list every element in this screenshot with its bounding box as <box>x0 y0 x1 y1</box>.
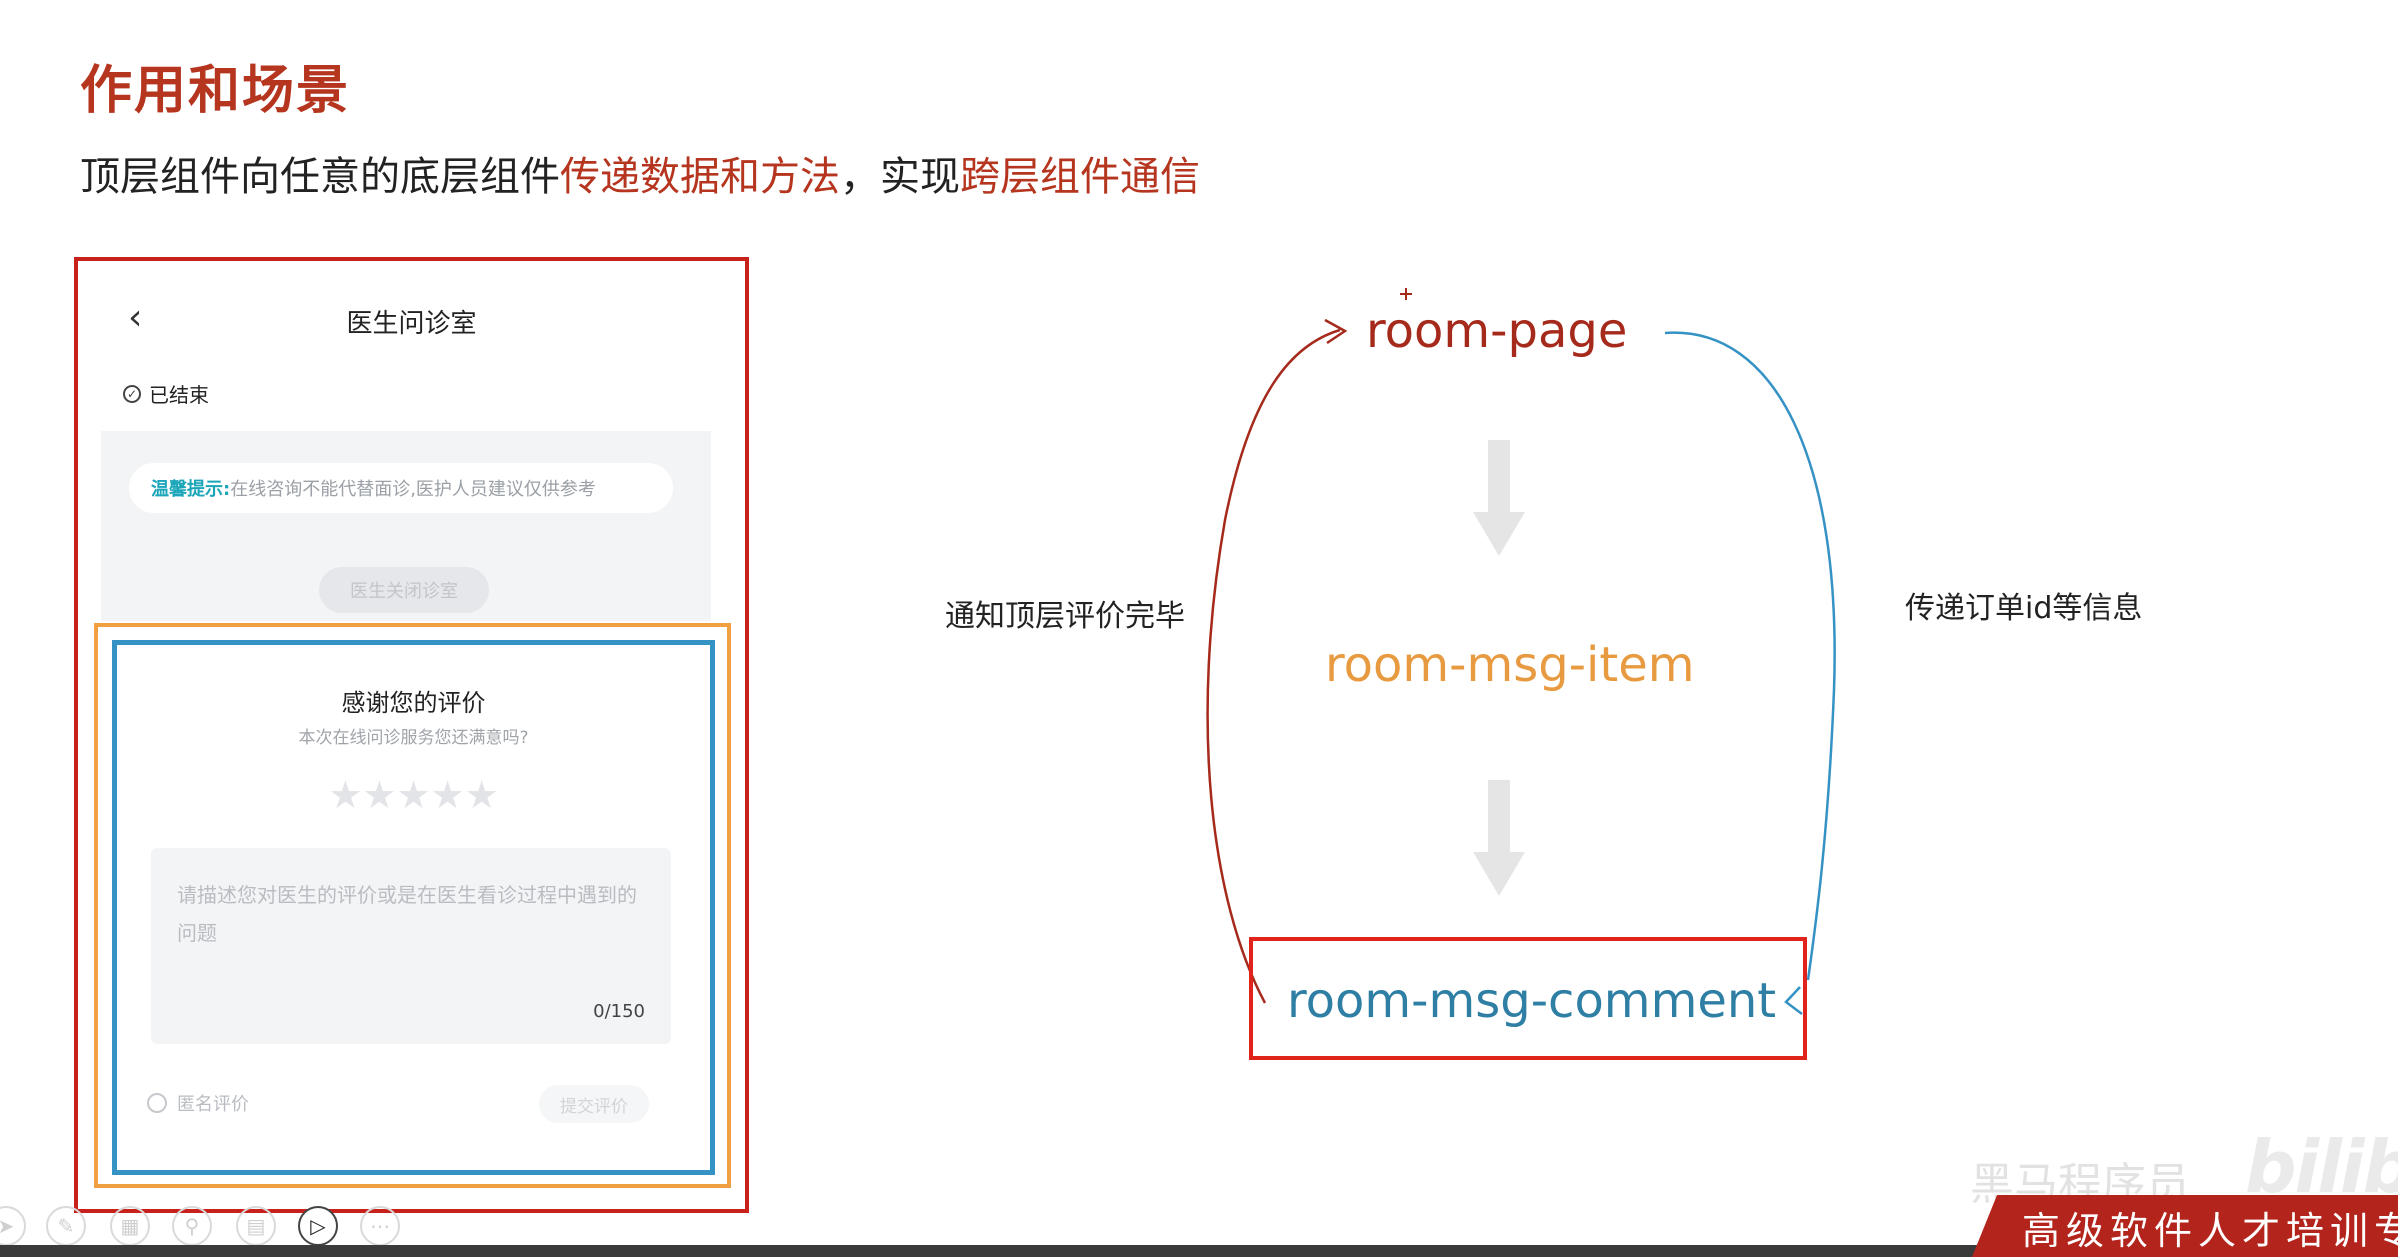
check-circle-icon: ✓ <box>123 384 141 403</box>
room-msg-comment-highlight: 感谢您的评价 本次在线问诊服务您还满意吗? ★★★★★ 请描述您对医生的评价或是… <box>112 640 715 1175</box>
node-room-msg-comment-box <box>1249 937 1807 1060</box>
rating-title: 感谢您的评价 <box>341 689 486 717</box>
subtitle-tool-icon[interactable]: ▤ <box>236 1206 276 1246</box>
anonymous-option[interactable]: 匿名评价 <box>147 1090 249 1116</box>
notify-top-arrow <box>1206 328 1341 1004</box>
phone-mockup: ‹ 医生问诊室 ✓ 已结束 温馨提示: 在线咨询不能代替面诊,医护人员建议仅供参… <box>74 257 749 1213</box>
down-arrow-1-icon <box>1473 440 1525 556</box>
slide-title: 作用和场景 <box>80 61 351 121</box>
brand-banner-text: 高级软件人才培训专 <box>2022 1209 2398 1253</box>
anonymous-radio[interactable] <box>147 1093 167 1113</box>
tip-label: 温馨提示: <box>151 479 231 500</box>
plus-mark-icon <box>1400 288 1412 300</box>
subtitle-highlight-cross-layer: 跨层组件通信 <box>960 154 1200 200</box>
progress-track[interactable] <box>0 1245 2398 1257</box>
arrow-tool-icon[interactable]: ➤ <box>0 1206 26 1246</box>
node-room-msg-item: room-msg-item <box>1325 637 1695 693</box>
grid-tool-icon[interactable]: ▦ <box>110 1206 150 1246</box>
consult-status: ✓ 已结束 <box>123 379 209 408</box>
notify-top-arrowhead <box>1324 318 1348 345</box>
down-arrow-2-icon <box>1473 780 1525 896</box>
label-pass-order-id: 传递订单id等信息 <box>1905 591 2143 626</box>
presentation-toolbar: ➤ ✎ ▦ ⚲ ▤ ▷ ⋯ <box>0 1198 420 1258</box>
comment-placeholder: 请描述您对医生的评价或是在医生看诊过程中遇到的问题 <box>177 883 637 945</box>
tip-pill: 温馨提示: 在线咨询不能代替面诊,医护人员建议仅供参考 <box>129 463 673 513</box>
room-msg-item-highlight: 感谢您的评价 本次在线问诊服务您还满意吗? ★★★★★ 请描述您对医生的评价或是… <box>94 623 731 1188</box>
subtitle-prefix: 顶层组件向任意的底层组件 <box>80 154 560 200</box>
pen-tool-icon[interactable]: ✎ <box>46 1206 86 1246</box>
star-rating[interactable]: ★★★★★ <box>328 773 499 817</box>
pass-data-arrowhead <box>1784 986 1803 1015</box>
submit-rating-button[interactable]: 提交评价 <box>539 1085 649 1123</box>
rating-subtitle: 本次在线问诊服务您还满意吗? <box>298 728 529 748</box>
phone-header-title: 医生问诊室 <box>346 309 477 339</box>
node-room-page: room-page <box>1366 303 1628 359</box>
video-camera-icon[interactable]: ▷ <box>298 1206 338 1246</box>
more-options-icon[interactable]: ⋯ <box>360 1206 400 1246</box>
comment-textarea[interactable]: 请描述您对医生的评价或是在医生看诊过程中遇到的问题 0/150 <box>151 848 671 1044</box>
close-room-button[interactable]: 医生关闭诊室 <box>319 567 489 613</box>
tip-panel: 温馨提示: 在线咨询不能代替面诊,医护人员建议仅供参考 医生关闭诊室 <box>101 431 711 621</box>
consult-status-text: 已结束 <box>149 383 209 407</box>
anonymous-label: 匿名评价 <box>177 1094 249 1115</box>
slide-subtitle: 顶层组件向任意的底层组件传递数据和方法，实现跨层组件通信 <box>80 144 1200 202</box>
tip-text: 在线咨询不能代替面诊,医护人员建议仅供参考 <box>230 479 596 500</box>
back-icon[interactable]: ‹ <box>128 297 143 338</box>
label-notify-top: 通知顶层评价完毕 <box>945 599 1185 634</box>
zoom-tool-icon[interactable]: ⚲ <box>172 1206 212 1246</box>
subtitle-middle: ，实现 <box>840 154 960 200</box>
comment-char-count: 0/150 <box>593 1001 645 1022</box>
node-room-msg-comment: room-msg-comment <box>1287 973 1777 1029</box>
pass-data-arrow <box>1664 331 1836 981</box>
subtitle-highlight-data-methods: 传递数据和方法 <box>560 154 840 200</box>
